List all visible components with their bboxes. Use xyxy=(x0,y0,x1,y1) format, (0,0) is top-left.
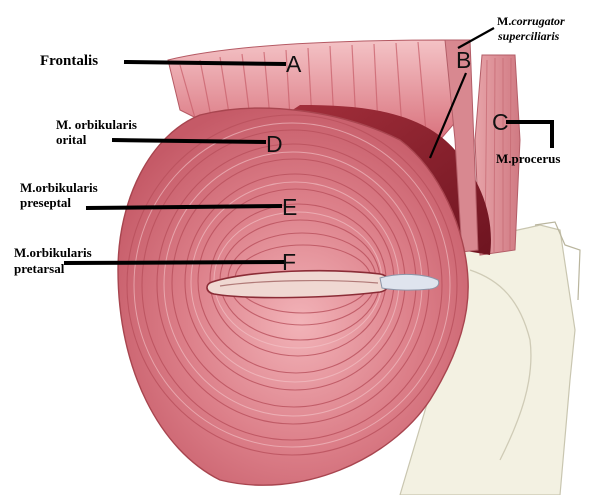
marker-e: E xyxy=(282,195,297,219)
label-corrugator-prefix: M. xyxy=(497,14,511,28)
leader-line-e xyxy=(86,206,282,208)
marker-a: A xyxy=(286,52,301,76)
label-orbicularis-pretarsal-line1: M.orbikularis xyxy=(14,245,92,260)
label-corrugator-line1: M.corrugator xyxy=(497,14,565,29)
label-corrugator-line2: superciliaris xyxy=(498,29,559,44)
leader-line-d xyxy=(112,140,266,142)
leader-line-f xyxy=(64,262,286,263)
label-orbicularis-preseptal-line1: M.orbikularis xyxy=(20,180,98,195)
leader-line-corrugator xyxy=(458,28,494,48)
marker-b: B xyxy=(456,48,471,72)
medial-canthal-tendon xyxy=(380,274,439,290)
marker-c: C xyxy=(492,110,509,134)
label-procerus: M.procerus xyxy=(496,151,560,166)
label-orbicularis-preseptal-line2: preseptal xyxy=(20,195,71,210)
label-orbicularis-orital-line2: orital xyxy=(56,132,86,147)
label-orbicularis-pretarsal-line2: pretarsal xyxy=(14,261,64,276)
leader-line-a xyxy=(124,62,286,64)
label-frontalis: Frontalis xyxy=(40,54,98,69)
marker-f: F xyxy=(282,250,296,274)
label-corrugator-name: corrugator xyxy=(511,14,564,28)
marker-d: D xyxy=(266,132,283,156)
label-orbicularis-orital-line1: M. orbikularis xyxy=(56,117,137,132)
